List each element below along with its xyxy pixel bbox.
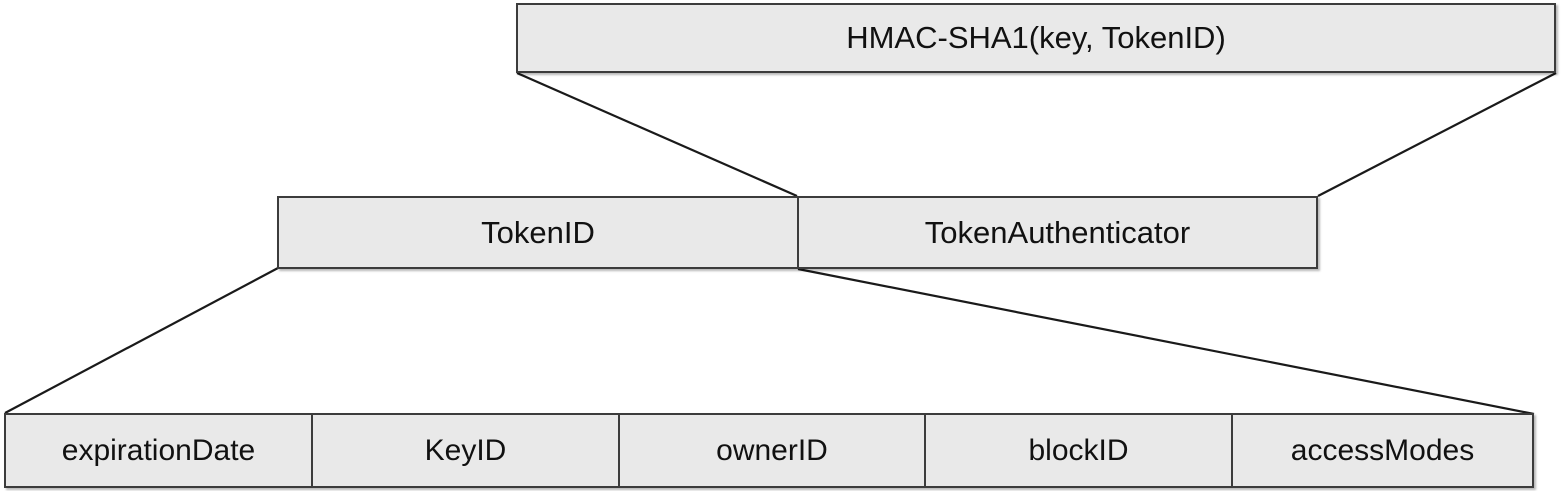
- hmac-sha1-box: HMAC-SHA1(key, TokenID): [516, 3, 1556, 73]
- field-cell-expirationdate: expirationDate: [6, 415, 313, 486]
- token-level-row: TokenID TokenAuthenticator: [277, 196, 1318, 269]
- connector-hash-right-to-tokenauth-right: [1317, 72, 1557, 197]
- field-cell-blockid-label: blockID: [1028, 433, 1129, 467]
- token-cell-tokenid: TokenID: [279, 198, 799, 267]
- field-cell-keyid-label: KeyID: [424, 433, 507, 467]
- field-level-row: expirationDate KeyID ownerID blockID acc…: [4, 413, 1534, 488]
- field-cell-keyid: KeyID: [313, 415, 620, 486]
- connector-tokenid-right-to-fields-right: [797, 267, 1535, 416]
- hmac-sha1-label: HMAC-SHA1(key, TokenID): [846, 20, 1226, 55]
- field-cell-expirationdate-label: expirationDate: [61, 433, 256, 467]
- token-cell-tokenid-label: TokenID: [481, 214, 595, 250]
- field-cell-ownerid: ownerID: [620, 415, 926, 486]
- connector-hash-left-to-tokenauth-left: [516, 71, 798, 198]
- token-cell-tokenauthenticator-label: TokenAuthenticator: [924, 214, 1191, 250]
- field-cell-accessmodes-label: accessModes: [1290, 433, 1475, 467]
- field-cell-accessmodes: accessModes: [1233, 415, 1532, 486]
- field-cell-blockid: blockID: [926, 415, 1233, 486]
- field-cell-ownerid-label: ownerID: [716, 433, 828, 467]
- token-cell-tokenauthenticator: TokenAuthenticator: [799, 198, 1316, 267]
- connector-tokenid-left-to-fields-left: [4, 267, 279, 414]
